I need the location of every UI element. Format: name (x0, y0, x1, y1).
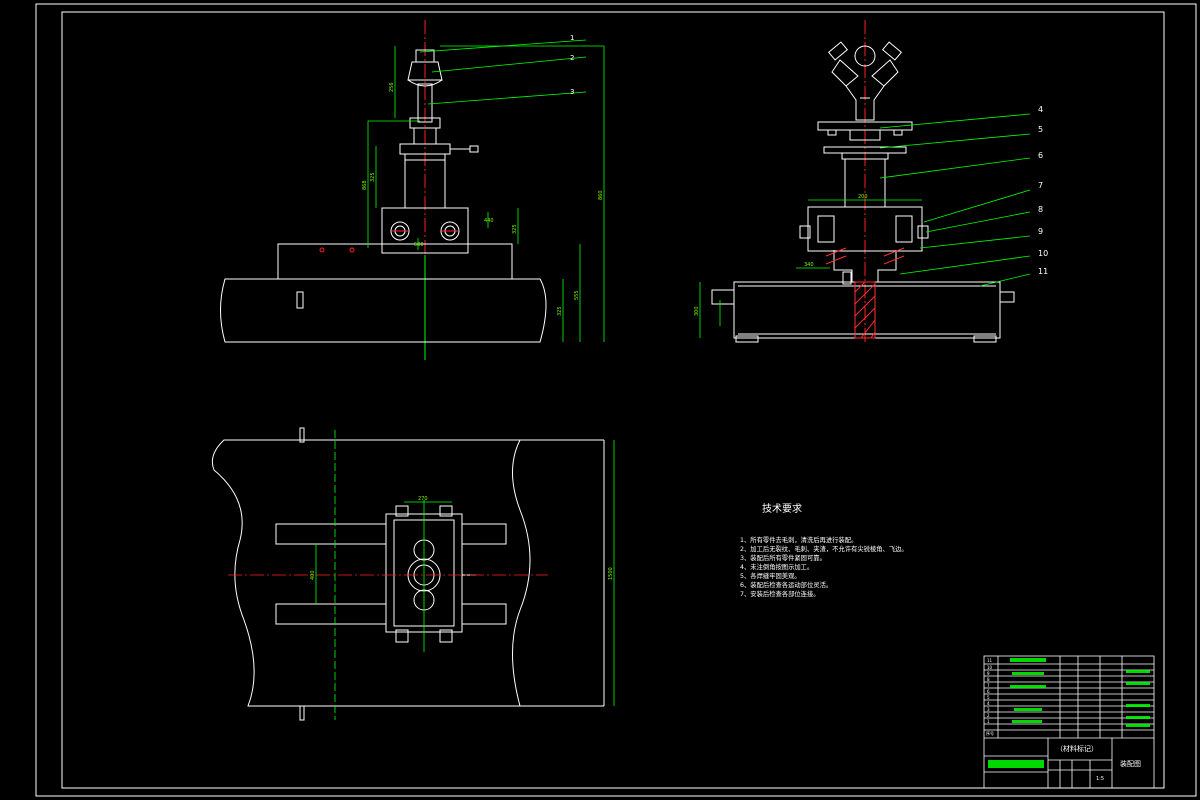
side-view-leader-labels: 4 5 6 7 8 9 10 11 (1038, 105, 1048, 276)
leader-label: 8 (1038, 205, 1043, 214)
dimension-text: 400 (310, 570, 316, 580)
front-view (220, 20, 547, 360)
dimension-text: 440 (484, 218, 494, 224)
leader-label: 5 (1038, 125, 1043, 134)
requirement-item: 7、安装后检查各部位连接。 (740, 589, 820, 598)
front-view-dimension-texts: 256 868 860 555 325 325 325 440 580 (362, 82, 604, 316)
requirement-item: 3、装配后所有零件紧固可靠。 (740, 553, 826, 562)
dimension-text: 860 (598, 190, 604, 200)
side-view (711, 20, 1015, 345)
leader-label: 2 (570, 54, 574, 62)
title-block-row-labels: 11 10 9 8 7 6 5 4 3 2 1 序号 (986, 658, 994, 736)
row-label: 5 (987, 695, 990, 700)
row-label: 7 (987, 683, 990, 688)
dimension-text: 200 (858, 194, 868, 200)
dimension-text: 580 (414, 242, 424, 248)
technical-requirements: 技术要求 1、所有零件去毛刺，清洗后再进行装配。 2、加工后无裂纹、毛刺、夹渣，… (740, 502, 908, 598)
dimension-text: 325 (557, 306, 563, 316)
requirement-item: 2、加工后无裂纹、毛刺、夹渣，不允许有尖锐棱角、飞边。 (740, 544, 908, 553)
row-label: 8 (987, 677, 990, 682)
row-label: 2 (987, 713, 990, 718)
leader-label: 11 (1038, 267, 1048, 276)
technical-requirements-title: 技术要求 (762, 502, 802, 515)
leader-label: 9 (1038, 227, 1043, 236)
plan-view-dimension-texts: 270 400 1500 (310, 496, 614, 580)
dimension-text: 256 (389, 82, 395, 92)
requirement-item: 6、装配后检查各运动部位灵活。 (740, 580, 832, 589)
dimension-text: 300 (694, 306, 700, 316)
side-view-dimension-texts: 200 340 300 (694, 194, 868, 316)
inner-border (61, 11, 1165, 789)
row-label: 6 (987, 689, 990, 694)
front-view-leader-labels: 1 2 3 (570, 34, 574, 96)
dimension-text: 270 (418, 496, 428, 502)
row-label: 3 (987, 707, 990, 712)
leader-label: 10 (1038, 249, 1048, 258)
material-mark: （材料标记） (1056, 744, 1098, 753)
row-label: 10 (987, 665, 993, 670)
row-label: 9 (987, 671, 990, 676)
requirement-item: 4、未注倒角按图示加工。 (740, 562, 813, 571)
drawing-scale: 1:5 (1096, 776, 1104, 782)
leader-label: 4 (1038, 105, 1043, 114)
row-label: 11 (987, 658, 993, 663)
title-block (983, 655, 1155, 789)
leader-label: 3 (570, 88, 574, 96)
dimension-text: 868 (362, 180, 368, 190)
leader-label: 6 (1038, 151, 1043, 160)
dimension-text: 555 (574, 290, 580, 300)
side-view-hatching (825, 247, 905, 339)
requirement-item: 1、所有零件去毛刺，清洗后再进行装配。 (740, 535, 857, 544)
side-view-dimensions (699, 113, 1031, 338)
row-label: 序号 (986, 730, 994, 736)
drawing-name: 装配图 (1120, 759, 1141, 768)
leader-label: 1 (570, 34, 574, 42)
row-label: 4 (987, 701, 990, 706)
title-block-texts: （材料标记） 装配图 1:5 (1056, 744, 1141, 782)
row-label: 1 (987, 719, 990, 724)
dimension-text: 325 (512, 224, 518, 234)
dimension-text: 1500 (608, 567, 614, 580)
dimension-text: 340 (804, 262, 814, 268)
dimension-text: 325 (370, 172, 376, 182)
front-view-dimensions (367, 39, 605, 342)
requirement-item: 5、各焊缝牢固美观。 (740, 571, 801, 580)
plan-view (211, 427, 605, 721)
title-block-fills (988, 658, 1150, 768)
outer-border (35, 3, 1197, 797)
plan-view-centerlines (228, 430, 615, 720)
leader-label: 7 (1038, 181, 1043, 190)
